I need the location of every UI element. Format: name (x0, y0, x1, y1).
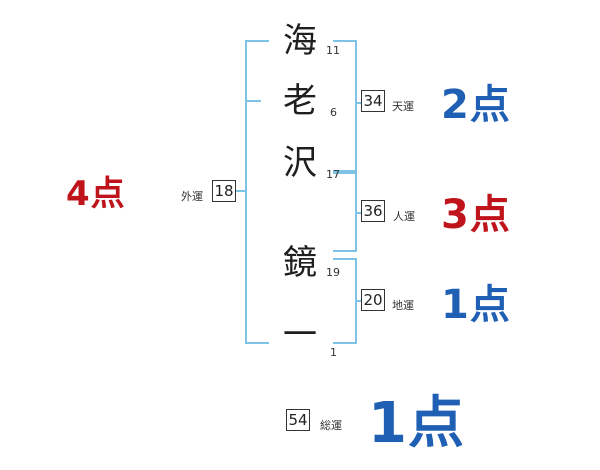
tenkaku-score: 2点 (441, 82, 511, 128)
gaikaku-value: 18 (212, 180, 236, 202)
gaikaku-bracket-connector (233, 190, 245, 192)
jinkaku-value: 36 (361, 200, 385, 222)
stroke-count-4: 19 (326, 266, 340, 279)
name-char-1: 海 (283, 21, 317, 61)
tenkaku-bracket-connector (355, 102, 361, 104)
gaikaku-label: 外運 (181, 190, 203, 203)
soukaku-score: 1点 (368, 391, 465, 456)
jinkaku-label: 人運 (393, 210, 415, 223)
gaikaku-score: 4点 (66, 174, 126, 214)
chikaku-score: 1点 (441, 282, 511, 328)
stroke-count-1: 11 (326, 44, 340, 57)
tenkaku-label: 天運 (392, 100, 414, 113)
jinkaku-score: 3点 (441, 192, 511, 238)
gaikaku-bracket (245, 40, 269, 344)
tenkaku-value: 34 (361, 90, 385, 112)
name-char-2: 老 (283, 81, 317, 121)
soukaku-value: 54 (286, 409, 310, 431)
name-char-5: 一 (283, 315, 317, 355)
chikaku-label: 地運 (392, 299, 414, 312)
jinkaku-bracket (333, 172, 357, 252)
stroke-count-5: 1 (330, 346, 337, 359)
soukaku-label: 総運 (320, 419, 342, 432)
chikaku-bracket-connector (355, 300, 361, 302)
jinkaku-bracket-connector (355, 212, 361, 214)
gaikaku-bracket-tick (245, 100, 261, 102)
name-char-3: 沢 (283, 143, 317, 183)
tenkaku-bracket (333, 40, 357, 172)
stroke-count-2: 6 (330, 106, 337, 119)
chikaku-value: 20 (361, 289, 385, 311)
name-char-4: 鏡 (283, 243, 317, 283)
stroke-count-3: 17 (326, 168, 340, 181)
